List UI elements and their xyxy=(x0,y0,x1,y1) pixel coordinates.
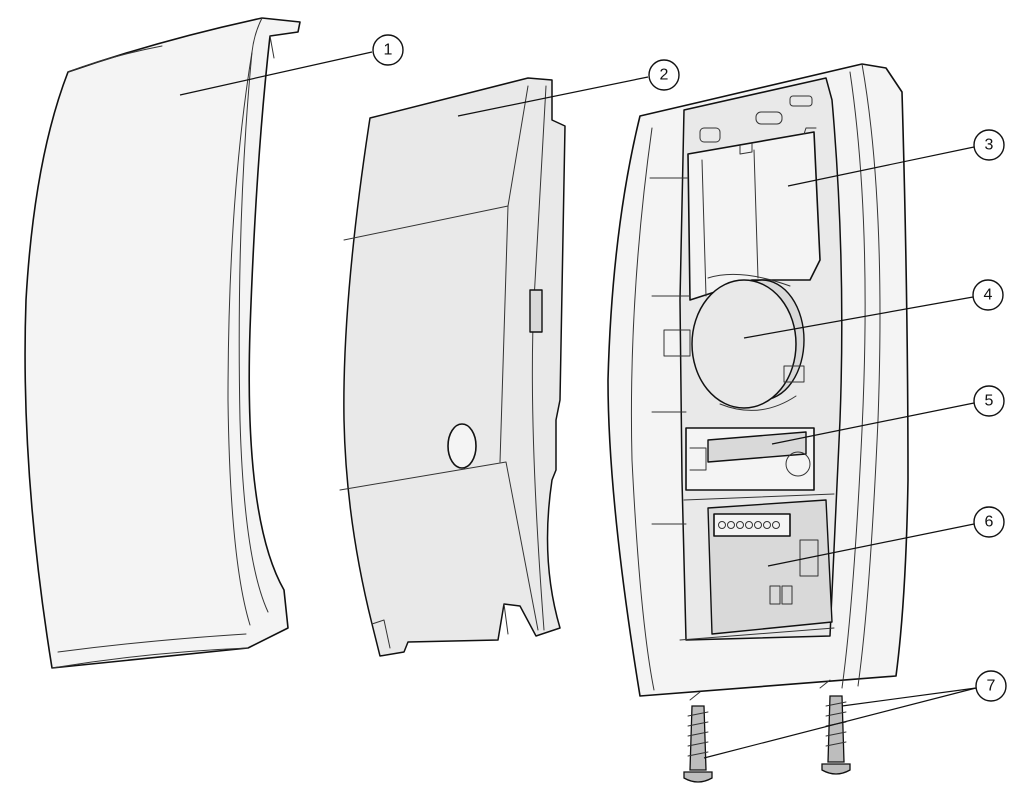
fixing-screws xyxy=(683,695,851,783)
callout-6: 6 xyxy=(973,506,1005,538)
inner-cover-hole xyxy=(447,423,477,469)
round-sensor-disc xyxy=(691,273,805,411)
base-housing xyxy=(607,63,909,701)
callout-7: 7 xyxy=(975,670,1007,702)
callout-5: 5 xyxy=(973,385,1005,417)
leader-lines xyxy=(179,51,977,759)
callout-2: 2 xyxy=(648,59,680,91)
callout-3-label: 3 xyxy=(985,137,994,154)
rectangular-module xyxy=(685,427,815,491)
callout-4-label: 4 xyxy=(984,287,993,304)
front-cover xyxy=(24,17,301,669)
callout-2-label: 2 xyxy=(660,67,669,84)
mounting-frame xyxy=(649,127,821,525)
screw-right xyxy=(821,695,851,775)
inner-cover-latch-slot xyxy=(529,289,543,333)
circuit-board xyxy=(707,499,833,635)
inner-cover xyxy=(339,77,566,657)
callout-1-label: 1 xyxy=(384,42,393,59)
callout-7-label: 7 xyxy=(987,678,996,695)
callout-3: 3 xyxy=(973,129,1005,161)
callout-6-label: 6 xyxy=(985,514,994,531)
callout-1: 1 xyxy=(372,34,404,66)
callout-5-label: 5 xyxy=(985,393,994,410)
screw-left xyxy=(683,705,713,783)
callout-4: 4 xyxy=(972,279,1004,311)
